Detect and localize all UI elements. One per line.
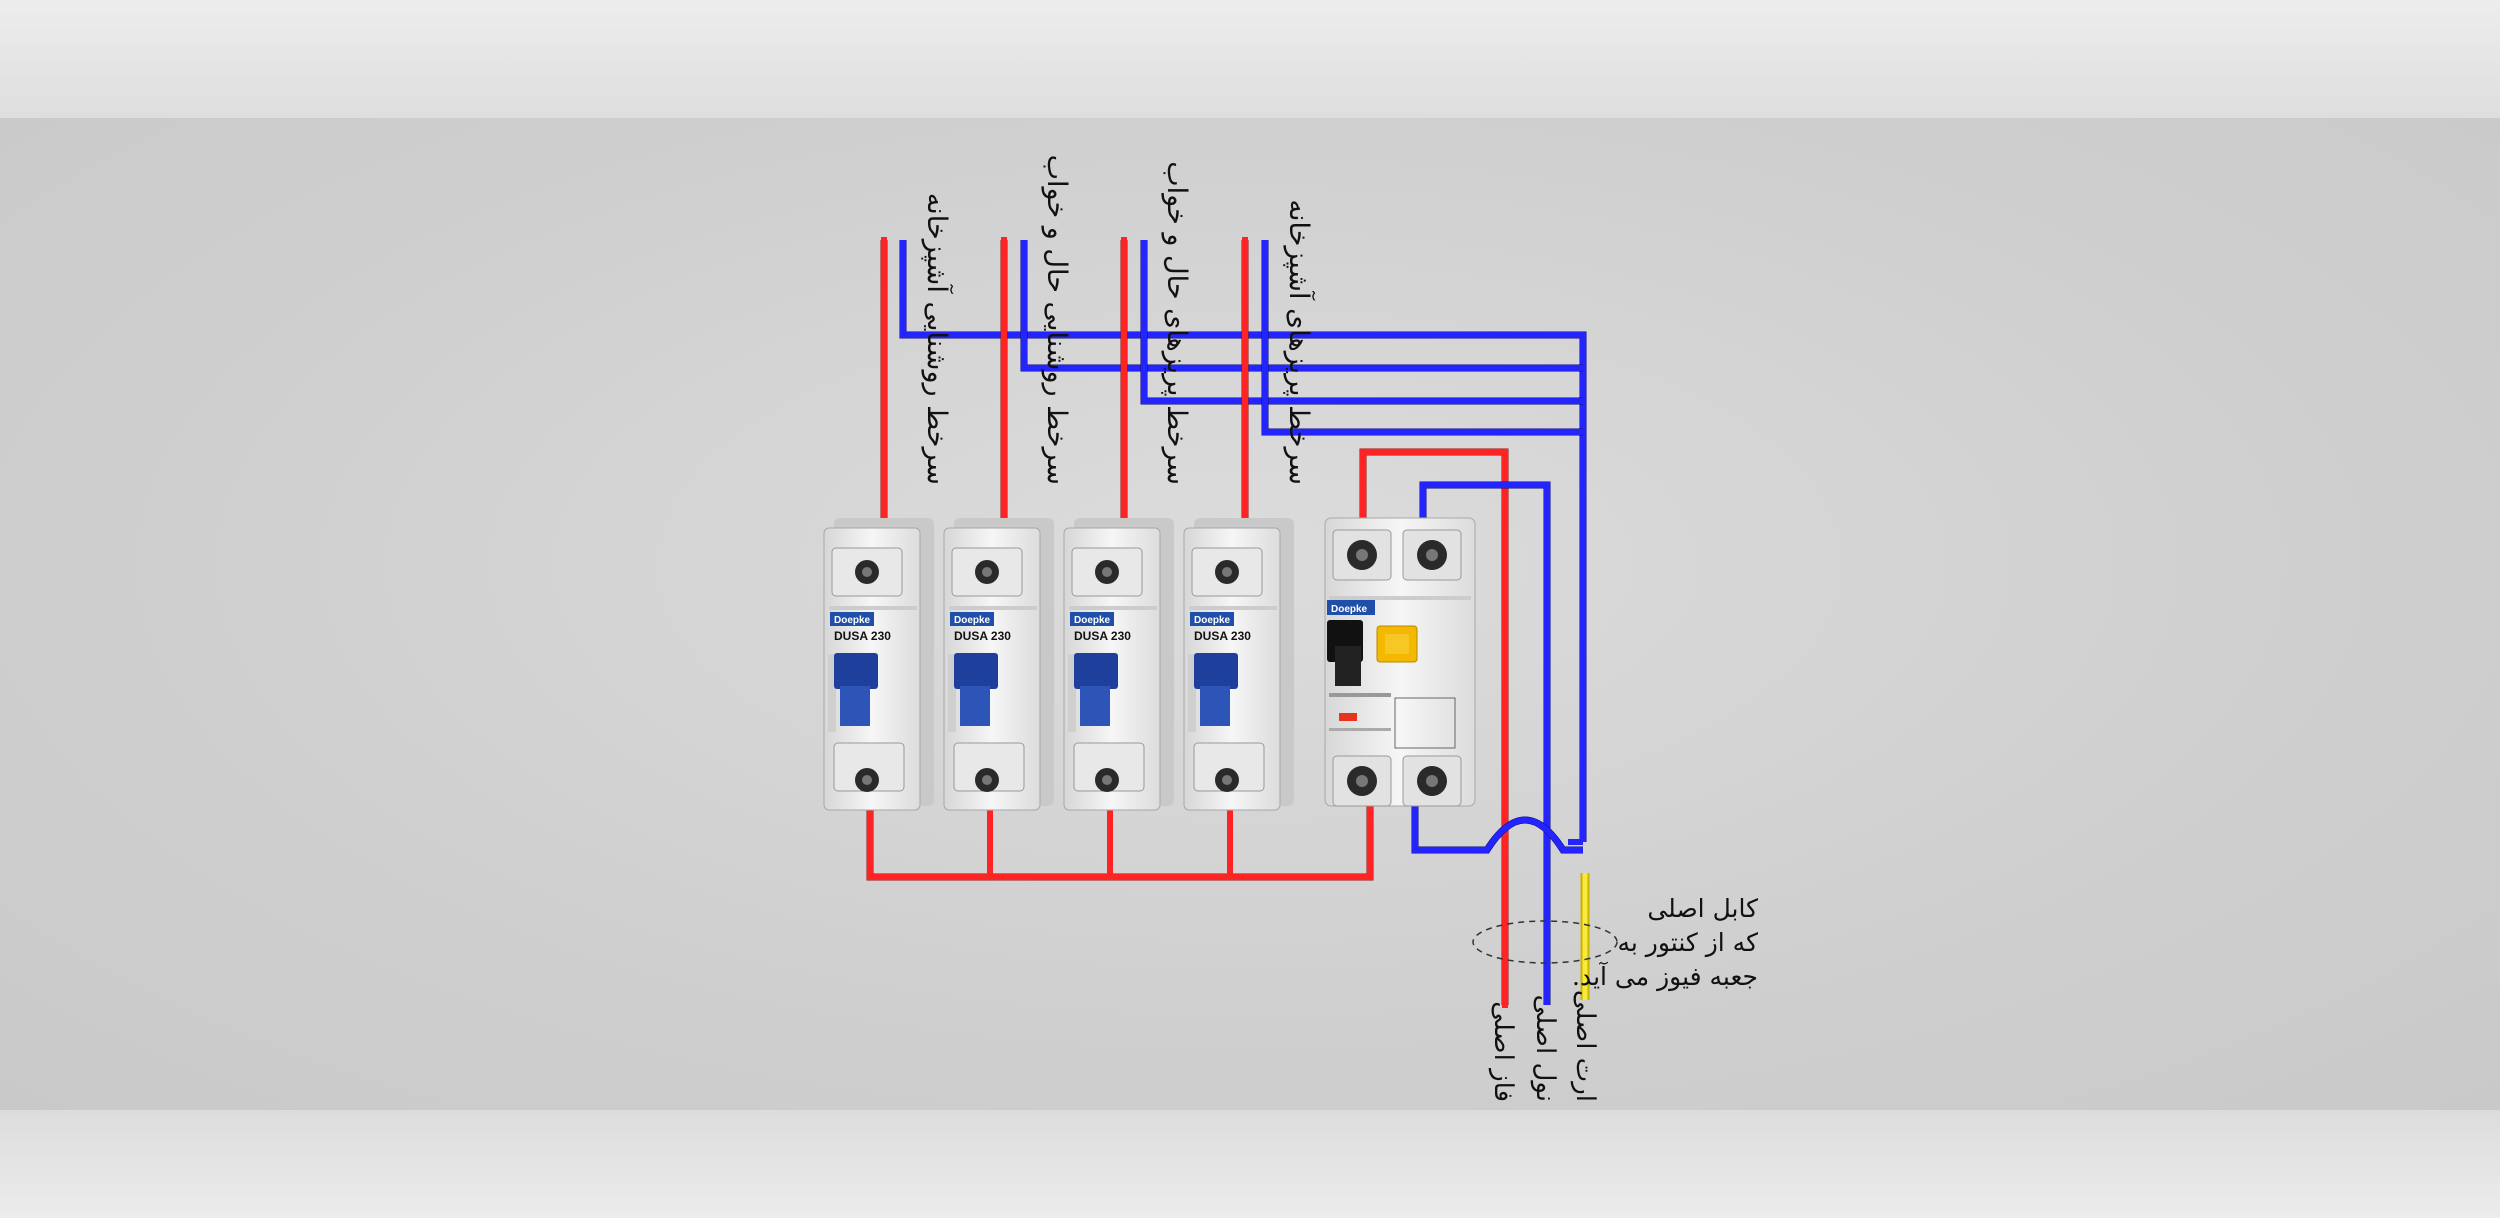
circuit-label-2: سرخط روشنایی حال و خواب <box>1041 154 1072 485</box>
top-band <box>0 0 2500 118</box>
breaker-1[interactable]: Doepke DUSA 230 <box>823 518 934 811</box>
svg-text:Doepke: Doepke <box>1331 604 1368 615</box>
svg-text:Doepke: Doepke <box>954 615 991 626</box>
main-earth-label: ارت اصلی <box>1570 989 1600 1102</box>
rcd-device[interactable]: Doepke <box>1324 517 1476 807</box>
cable-note-line-2: که از کنتور به <box>1617 928 1758 957</box>
main-neutral-wire <box>1411 481 1583 1005</box>
bottom-band <box>0 1110 2500 1218</box>
breaker-3[interactable]: Doepke DUSA 230 <box>1063 518 1174 811</box>
svg-text:Doepke: Doepke <box>1194 615 1231 626</box>
phase-busbar <box>866 797 1374 881</box>
main-neutral-label: نول اصلی <box>1530 994 1560 1102</box>
neutral-bus <box>899 240 1587 845</box>
cable-note-line-3: جعبه فیوز می آید. <box>1572 962 1758 991</box>
svg-text:DUSA 230: DUSA 230 <box>1194 629 1251 643</box>
circuit-label-4: سرخط پریزهای آشپزخانه <box>1283 199 1314 485</box>
svg-text:Doepke: Doepke <box>834 615 871 626</box>
breaker-4[interactable]: Doepke DUSA 230 <box>1183 518 1294 811</box>
main-cable-note: کابل اصلی که از کنتور به جعبه فیوز می آی… <box>1572 892 1758 994</box>
main-phase-wire <box>1359 448 1509 1008</box>
cable-note-line-1: کابل اصلی <box>1647 894 1758 923</box>
main-phase-label: فاز اصلی <box>1488 1001 1518 1102</box>
main-cable-ellipse <box>1472 920 1618 964</box>
circuit-label-3: سرخط پریزهای حال و خواب <box>1161 161 1192 485</box>
breaker-2[interactable]: Doepke DUSA 230 <box>943 518 1054 811</box>
svg-text:DUSA 230: DUSA 230 <box>834 629 891 643</box>
circuit-label-1: سرخط روشنایی آشپزخانه <box>921 192 952 485</box>
svg-text:DUSA 230: DUSA 230 <box>954 629 1011 643</box>
phase-outgoing <box>880 237 1249 528</box>
svg-text:Doepke: Doepke <box>1074 615 1111 626</box>
svg-text:DUSA 230: DUSA 230 <box>1074 629 1131 643</box>
